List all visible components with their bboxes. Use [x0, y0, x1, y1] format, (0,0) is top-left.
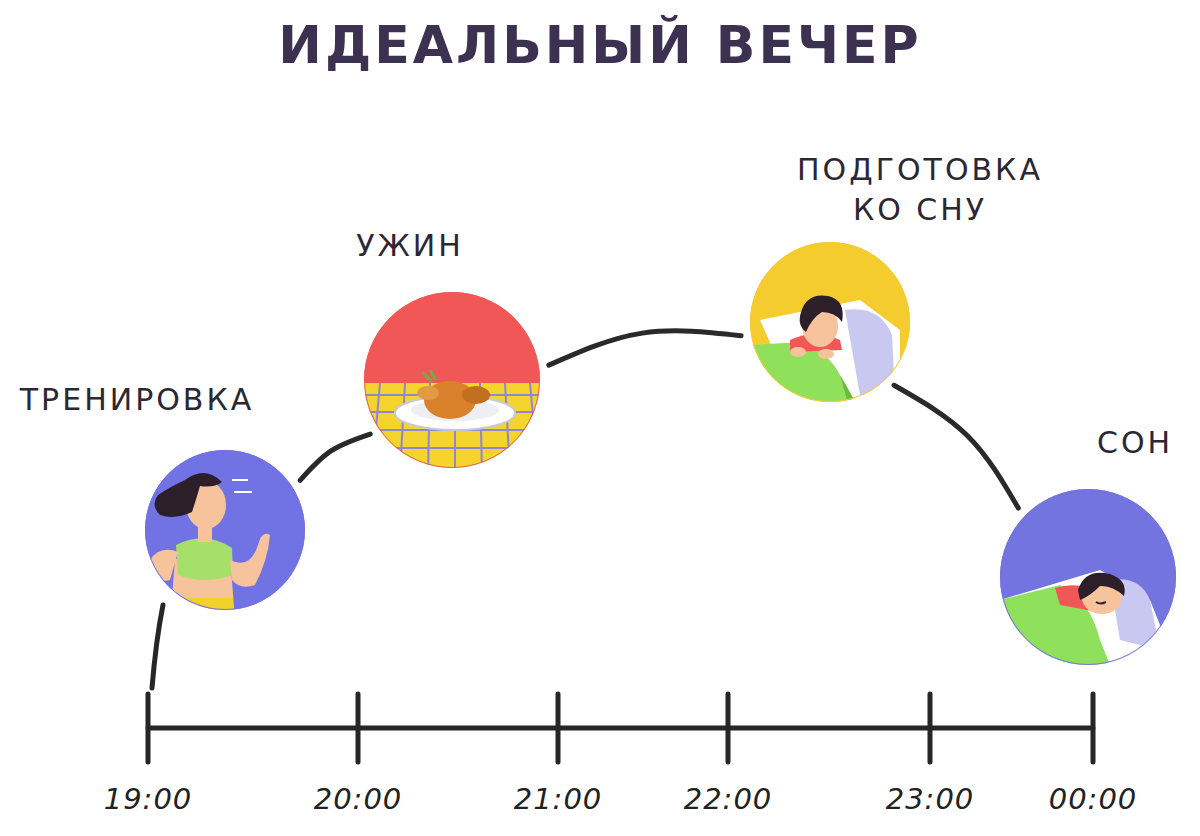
- stage-circle: ТРЕНИРОВКА: [145, 450, 305, 610]
- dinner-illustration: [360, 290, 545, 473]
- circle-outline: [750, 242, 910, 402]
- bedtime-illustration: [750, 242, 910, 410]
- circle-outline: [145, 450, 305, 610]
- stage-circle: УЖИН: [364, 292, 540, 468]
- timeline-arc: [549, 331, 741, 365]
- time-label: 23:00: [886, 780, 975, 819]
- time-label: 19:00: [104, 780, 193, 819]
- circle-border: [1001, 490, 1176, 665]
- timeline-arc: [894, 385, 1018, 508]
- time-label: 22:00: [684, 780, 773, 819]
- stage-label: СОН: [1097, 423, 1173, 464]
- stage-label: УЖИН: [356, 226, 464, 267]
- timeline-arc: [300, 434, 370, 480]
- circle-border: [146, 451, 305, 610]
- time-label: 20:00: [314, 780, 403, 819]
- circle-outline: [1000, 489, 1176, 665]
- time-label: 00:00: [1049, 780, 1138, 819]
- stage-label: ПОДГОТОВКА КО СНУ: [775, 150, 1065, 231]
- stage-circle: СОН: [1000, 489, 1176, 665]
- time-label: 21:00: [514, 780, 603, 819]
- circle-border: [365, 293, 540, 468]
- sleep-illustration: [1000, 489, 1176, 665]
- stage-label: ТРЕНИРОВКА: [20, 380, 254, 421]
- timeline-axis: [148, 605, 1093, 762]
- circle-border: [751, 243, 910, 402]
- circle-outline: [364, 292, 540, 468]
- stage-circle: ПОДГОТОВКА КО СНУ: [750, 242, 910, 402]
- diagram-title: ИДЕАЛЬНЫЙ ВЕЧЕР: [278, 10, 921, 80]
- workout-illustration: [140, 445, 310, 623]
